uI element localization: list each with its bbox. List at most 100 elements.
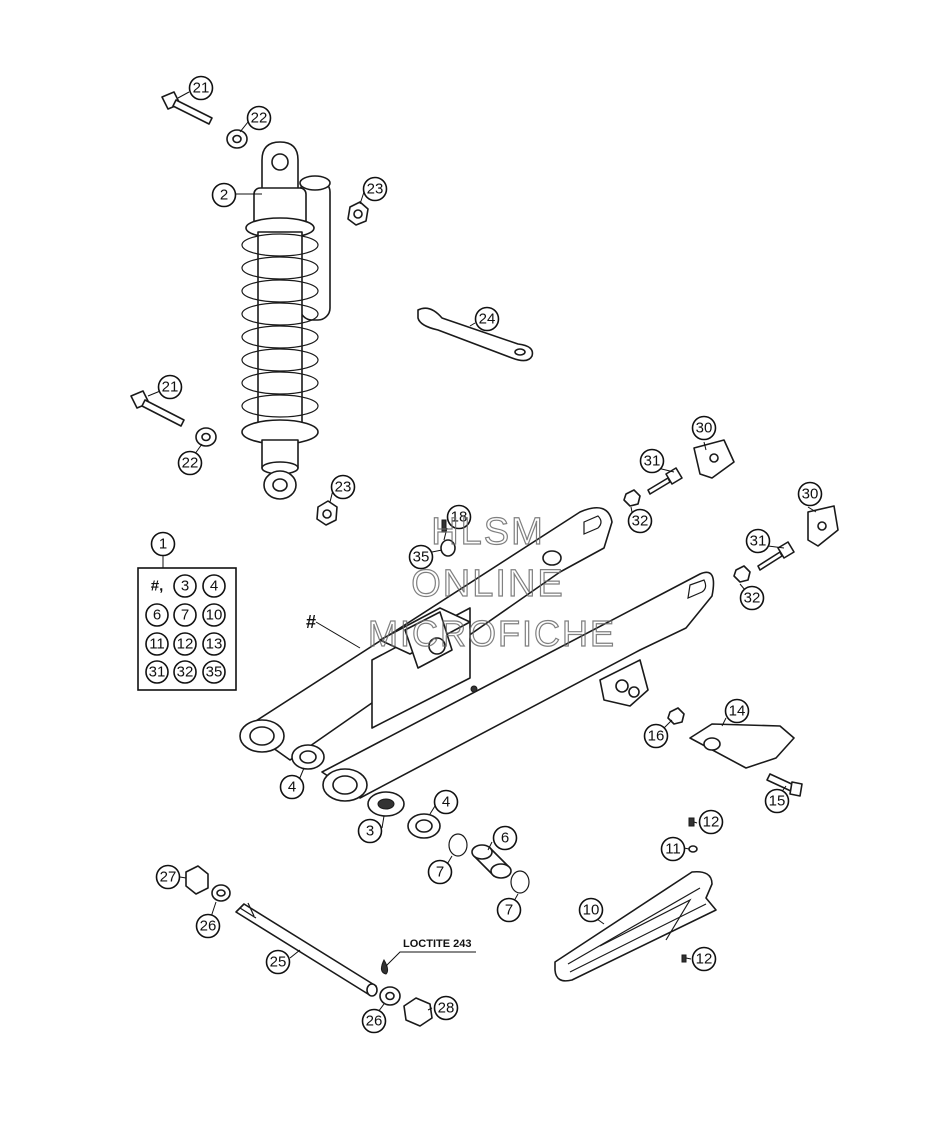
callout-number: 2	[220, 187, 228, 204]
kit-header-circle	[150, 531, 176, 557]
callout-circle	[639, 448, 665, 474]
nut-lower	[316, 500, 338, 526]
kit-cell: 31	[145, 660, 169, 684]
bolt-top	[161, 91, 213, 125]
kit-cell-circle	[173, 660, 197, 684]
kit-header: 1	[150, 531, 176, 557]
callout-nut-top: 23	[362, 176, 388, 202]
callout-adjuster-bolt-lower: 31	[745, 528, 771, 554]
kit-cell-circle	[145, 603, 169, 627]
kit-cell-number: 10	[206, 607, 223, 624]
callout-circle	[496, 897, 522, 923]
callout-circle	[357, 818, 383, 844]
callout-circle	[797, 481, 823, 507]
callout-number: 30	[802, 486, 819, 503]
callout-number: 12	[703, 814, 720, 831]
callout-circle	[627, 508, 653, 534]
kit-cell-number: 13	[206, 636, 223, 653]
callout-o-ring-left: 7	[427, 859, 453, 885]
screw-upper	[688, 817, 695, 827]
callout-screw-lower: 12	[691, 946, 717, 972]
callout-number: 7	[505, 902, 513, 919]
shock-absorber	[241, 141, 331, 500]
callout-spacer-sleeve: 6	[492, 825, 518, 851]
adjuster-nut-upper	[623, 489, 641, 507]
kit-cell: 11	[145, 632, 169, 656]
callout-axle-washer-left: 26	[195, 913, 221, 939]
callout-bushing-left: 4	[279, 774, 305, 800]
kit-cell: 12	[173, 632, 197, 656]
callout-number: 23	[335, 479, 352, 496]
callout-adjuster-nut-upper: 32	[627, 508, 653, 534]
grease-nipple-adapter	[440, 539, 456, 557]
callout-circle	[188, 75, 214, 101]
kit-cell-number: 35	[206, 664, 223, 681]
adjuster-bolt-upper	[647, 467, 683, 495]
kit-header-number: 1	[159, 536, 167, 553]
kit-cell-number: 32	[177, 664, 194, 681]
callout-number: 21	[162, 379, 179, 396]
callout-circle	[155, 864, 181, 890]
kit-cell: 32	[173, 660, 197, 684]
hook-wrench	[417, 307, 534, 362]
callout-number: 22	[251, 110, 268, 127]
callout-circle	[698, 809, 724, 835]
callout-circle	[279, 774, 305, 800]
bushing-left	[291, 744, 325, 770]
callout-number: 30	[696, 420, 713, 437]
kit-cell-circle	[202, 660, 226, 684]
adjuster-bolt-lower	[757, 541, 795, 571]
axle-washer-left	[211, 884, 231, 902]
callout-circle	[211, 182, 237, 208]
kit-cell: 4	[202, 574, 226, 598]
chain-adjuster-upper	[693, 439, 735, 479]
callout-circle	[474, 306, 500, 332]
callout-number: 4	[442, 794, 450, 811]
spacer-sleeve	[471, 844, 512, 879]
o-ring-right	[510, 870, 530, 894]
callout-bushing-right: 4	[433, 789, 459, 815]
screw-lower	[681, 954, 687, 963]
callout-grease-nipple: 18	[446, 504, 472, 530]
callout-circle	[408, 544, 434, 570]
callout-circle	[739, 585, 765, 611]
callout-bolt-top: 21	[188, 75, 214, 101]
callout-circle	[330, 474, 356, 500]
axle-washer-right	[379, 986, 401, 1006]
callout-adjuster-nut-lower: 32	[739, 585, 765, 611]
kit-cell-circle	[145, 632, 169, 656]
callout-number: 25	[270, 954, 287, 971]
bracket-bolt	[766, 773, 803, 797]
callout-number: 3	[366, 823, 374, 840]
callout-circle	[492, 825, 518, 851]
kit-cell: 7	[173, 603, 197, 627]
kit-cell: 35	[202, 660, 226, 684]
bearing	[367, 791, 405, 817]
callout-bearing: 3	[357, 818, 383, 844]
callout-number: 15	[769, 793, 786, 810]
callout-circle	[691, 415, 717, 441]
kit-cell-circle	[202, 603, 226, 627]
callout-circle	[361, 1008, 387, 1034]
callout-washer-small: 11	[660, 836, 686, 862]
callout-circle	[427, 859, 453, 885]
callout-number: 4	[288, 779, 296, 796]
o-ring-left	[448, 833, 468, 857]
callout-washer-lower: 22	[177, 450, 203, 476]
callout-circle	[362, 176, 388, 202]
callout-circle	[246, 105, 272, 131]
chain-slider	[554, 870, 717, 982]
watermark-line-1: HLSM	[431, 511, 545, 553]
loctite-note: LOCTITE 243	[403, 938, 471, 950]
shock-spring	[241, 233, 319, 418]
kit-cell-circle	[202, 574, 226, 598]
callout-circle	[745, 528, 771, 554]
callout-number: 31	[750, 533, 767, 550]
kit-cell-circle	[145, 660, 169, 684]
callout-circle	[660, 836, 686, 862]
washer-top	[226, 129, 248, 149]
grease-nipple	[441, 519, 447, 533]
